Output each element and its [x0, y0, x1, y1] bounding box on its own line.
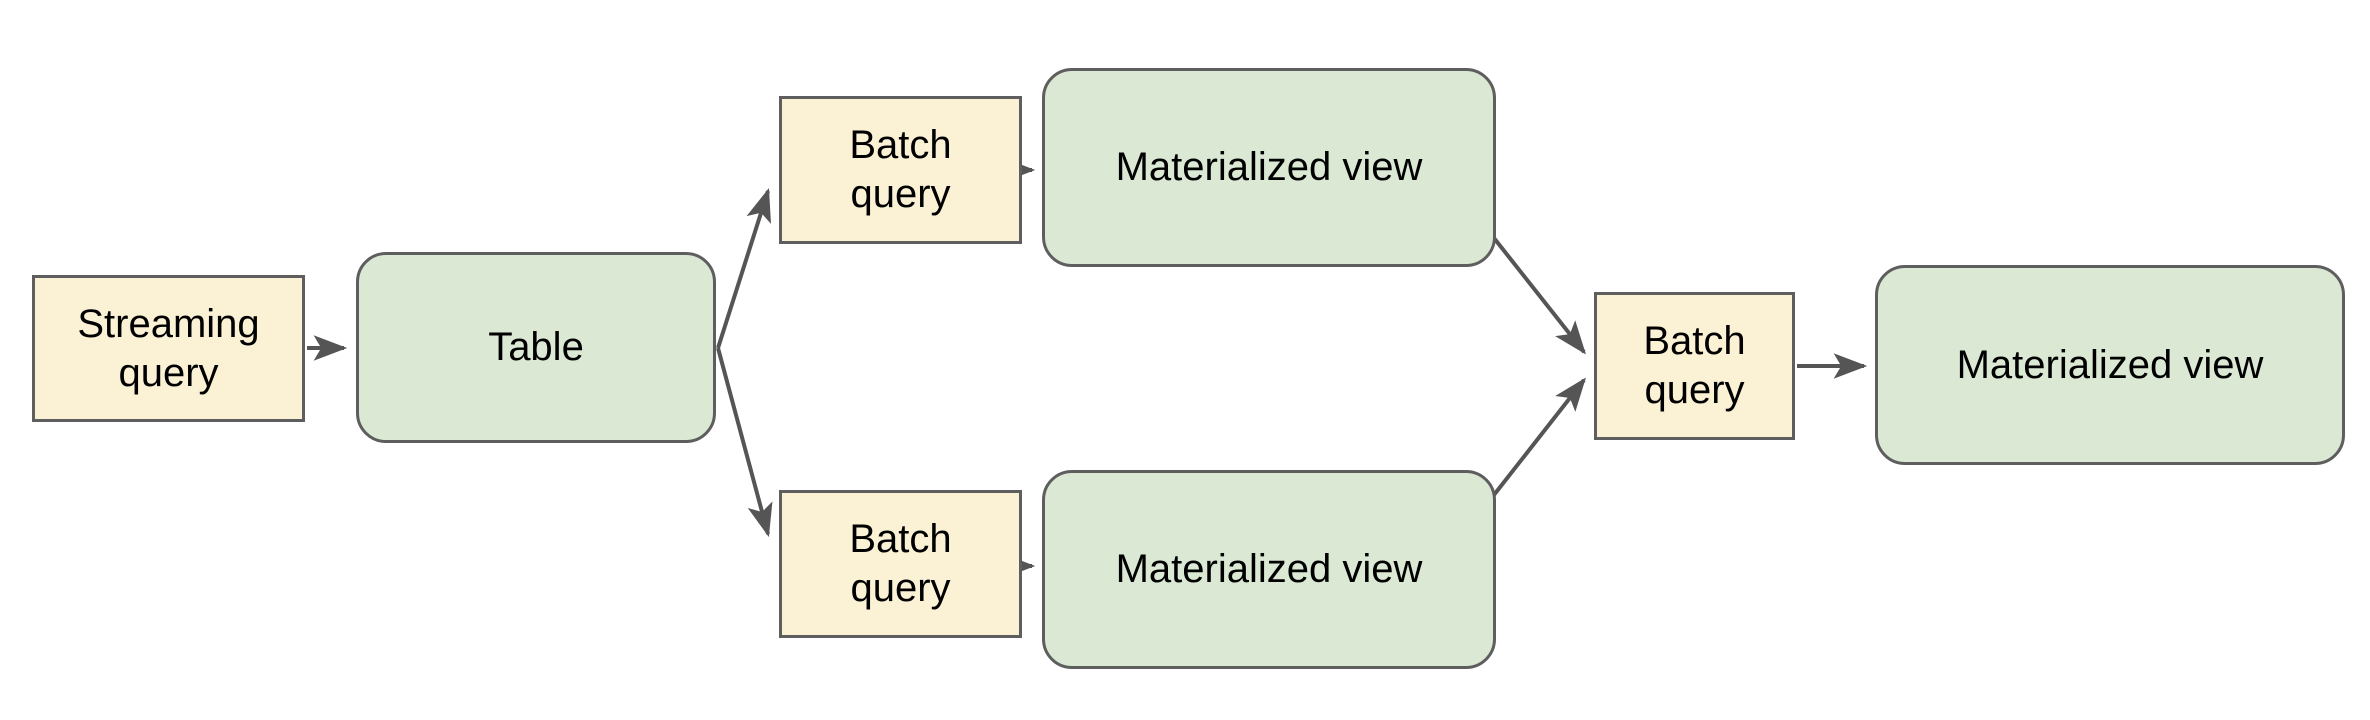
node-streaming-query[interactable]: Streaming query	[32, 275, 305, 422]
node-batch-query-merge[interactable]: Batch query	[1594, 292, 1795, 440]
node-batch-query-top[interactable]: Batch query	[779, 96, 1022, 244]
node-batch-query-bottom[interactable]: Batch query	[779, 490, 1022, 638]
node-materialized-view-final[interactable]: Materialized view	[1875, 265, 2345, 465]
node-materialized-view-bottom[interactable]: Materialized view	[1042, 470, 1496, 669]
node-materialized-view-top[interactable]: Materialized view	[1042, 68, 1496, 267]
edge-table-to-batch-bottom	[716, 347, 773, 538]
edge-mv-top-to-batch-merge	[1488, 231, 1586, 355]
node-table[interactable]: Table	[356, 252, 716, 443]
edge-table-to-batch-top	[716, 187, 771, 349]
edge-mv-bottom-to-batch-merge	[1488, 377, 1586, 502]
